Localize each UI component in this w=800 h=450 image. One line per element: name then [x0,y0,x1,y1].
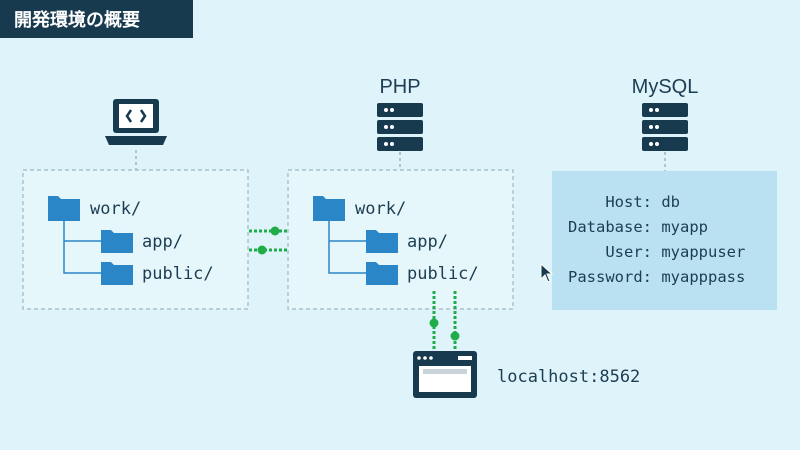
php-tree-app: app/ [407,232,448,252]
php-panel [287,169,514,310]
config-key: Password: [568,268,652,286]
config-row-database: Database: myapp [552,217,765,237]
localhost-url: localhost:8562 [497,367,641,387]
port-connector [429,291,460,352]
local-panel [22,169,249,310]
local-tree-root: work/ [90,199,142,219]
mysql-config-panel: Host: db Database: myapp User: myappuser… [552,171,777,310]
local-tree-public: public/ [142,264,214,284]
mouse-cursor-icon [540,263,554,283]
config-value: db [661,193,681,211]
browser-window-icon [413,351,477,398]
local-tree-app: app/ [142,232,183,252]
local-folder-icons [48,196,133,285]
config-key: Database: [568,218,652,236]
php-server-icon [377,103,423,151]
config-key: User: [605,243,652,261]
config-value: myapp [661,218,709,236]
config-key: Host: [605,193,652,211]
slide-title: 開発環境の概要 [0,0,193,38]
php-tree-public: public/ [407,264,479,284]
laptop-code-icon [105,99,167,145]
config-row-password: Password: myapppass [552,267,765,287]
config-row-host: Host: db [552,192,765,212]
php-folder-icons [313,196,398,285]
config-value: myappuser [661,243,746,261]
php-tree-root: work/ [355,199,407,219]
sync-connector [249,226,288,255]
mysql-label: MySQL [631,76,699,98]
mysql-server-icon [642,103,688,151]
php-label: PHP [379,76,421,98]
config-value: myapppass [661,268,746,286]
config-row-user: User: myappuser [552,242,765,262]
